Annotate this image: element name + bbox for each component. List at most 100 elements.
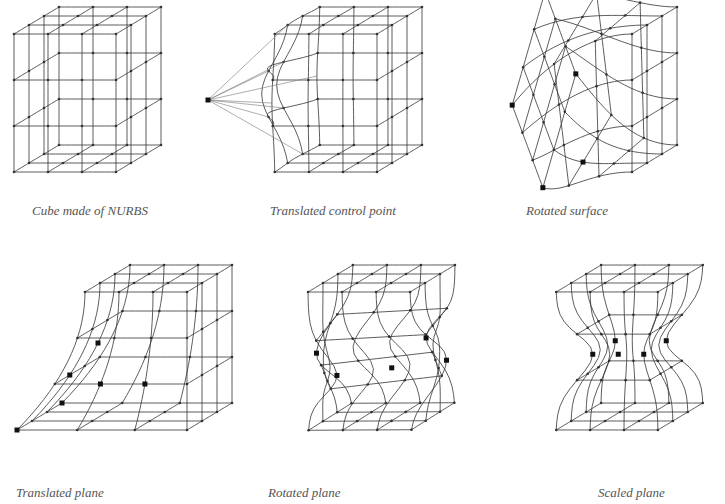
grid-curve: [601, 265, 615, 403]
grid-curve: [14, 99, 59, 126]
control-point: [687, 411, 690, 414]
control-point: [403, 379, 406, 382]
control-point: [13, 171, 16, 174]
control-point: [564, 45, 567, 48]
control-point: [631, 79, 634, 82]
control-point: [62, 162, 65, 165]
control-point: [114, 273, 117, 276]
control-point: [406, 15, 409, 18]
control-point: [322, 24, 325, 27]
grid-curve: [309, 403, 352, 430]
grid-curve: [17, 403, 62, 430]
control-point: [216, 411, 219, 414]
grid-curve: [533, 46, 566, 160]
grid-curve: [14, 53, 59, 80]
grid-curve: [601, 265, 703, 266]
control-point: [542, 121, 545, 124]
control-point: [197, 264, 200, 267]
grid-curve: [632, 99, 677, 126]
grid-curve: [303, 16, 407, 17]
grid-curve: [566, 46, 677, 99]
grid-curve: [153, 265, 198, 292]
control-point: [576, 379, 579, 382]
control-point: [370, 411, 373, 414]
control-point: [386, 264, 389, 267]
control-point: [375, 291, 378, 294]
grid-curve: [597, 0, 612, 115]
control-point: [687, 273, 690, 276]
grid-curve: [122, 265, 164, 403]
selected-control-point: [641, 352, 646, 357]
control-point: [92, 52, 95, 55]
control-point: [567, 39, 570, 42]
grid-curve: [275, 7, 320, 34]
grid-curve: [632, 53, 677, 80]
grid-curve: [146, 16, 147, 154]
grid-curve: [338, 273, 440, 274]
grid-curve: [556, 265, 601, 292]
grid-curve: [599, 138, 644, 176]
grid-curve: [658, 265, 703, 292]
control-point: [231, 310, 234, 313]
control-point: [585, 411, 588, 414]
grid-curve: [342, 265, 387, 292]
control-point: [445, 307, 448, 310]
control-point: [81, 171, 84, 174]
control-point: [659, 372, 662, 375]
grid-curve: [275, 34, 377, 35]
control-point: [106, 319, 109, 322]
control-point: [342, 171, 345, 174]
control-point: [341, 291, 344, 294]
control-point: [43, 61, 46, 64]
grid-curve: [555, 19, 677, 53]
control-point: [410, 428, 413, 431]
control-point: [145, 107, 148, 110]
control-point: [92, 6, 95, 9]
grid-curve: [273, 126, 377, 127]
control-point: [111, 153, 114, 156]
grid-curve: [523, 25, 647, 67]
grid-curve: [14, 145, 59, 172]
control-point: [301, 153, 304, 156]
control-point: [308, 33, 311, 36]
control-point: [352, 52, 355, 55]
control-point: [589, 429, 592, 432]
control-point: [115, 33, 118, 36]
control-point: [318, 6, 321, 9]
control-point: [646, 162, 649, 165]
control-point: [323, 372, 326, 375]
control-point: [439, 410, 442, 413]
grid-curve: [44, 16, 45, 154]
grid-curve: [187, 357, 232, 384]
control-point: [337, 273, 340, 276]
grid-curve: [640, 3, 644, 138]
control-point: [600, 402, 603, 405]
grid-curve: [100, 357, 232, 358]
control-point: [641, 92, 644, 95]
control-point: [13, 125, 16, 128]
grid-curve: [100, 283, 202, 284]
control-point: [656, 314, 659, 317]
control-point: [581, 16, 584, 19]
control-point: [336, 313, 339, 316]
grid-curve: [321, 365, 331, 389]
nurbs-cube: [15, 264, 234, 433]
control-point: [337, 153, 340, 156]
control-point: [163, 264, 166, 267]
selected-control-point: [67, 373, 72, 378]
control-point: [631, 33, 634, 36]
grid-curve: [323, 282, 425, 283]
control-point: [307, 79, 310, 82]
control-point: [43, 153, 46, 156]
control-point: [160, 52, 163, 55]
selected-control-point: [664, 338, 669, 343]
grid-curve: [647, 25, 648, 163]
control-point: [31, 420, 34, 423]
grid-curve: [609, 360, 682, 361]
control-point: [558, 103, 561, 106]
grid-curve: [122, 311, 232, 312]
grid-curve: [662, 16, 663, 154]
control-point: [598, 175, 601, 178]
grid-curve: [318, 99, 422, 100]
caption-label: Cube made of NURBS: [32, 203, 148, 219]
